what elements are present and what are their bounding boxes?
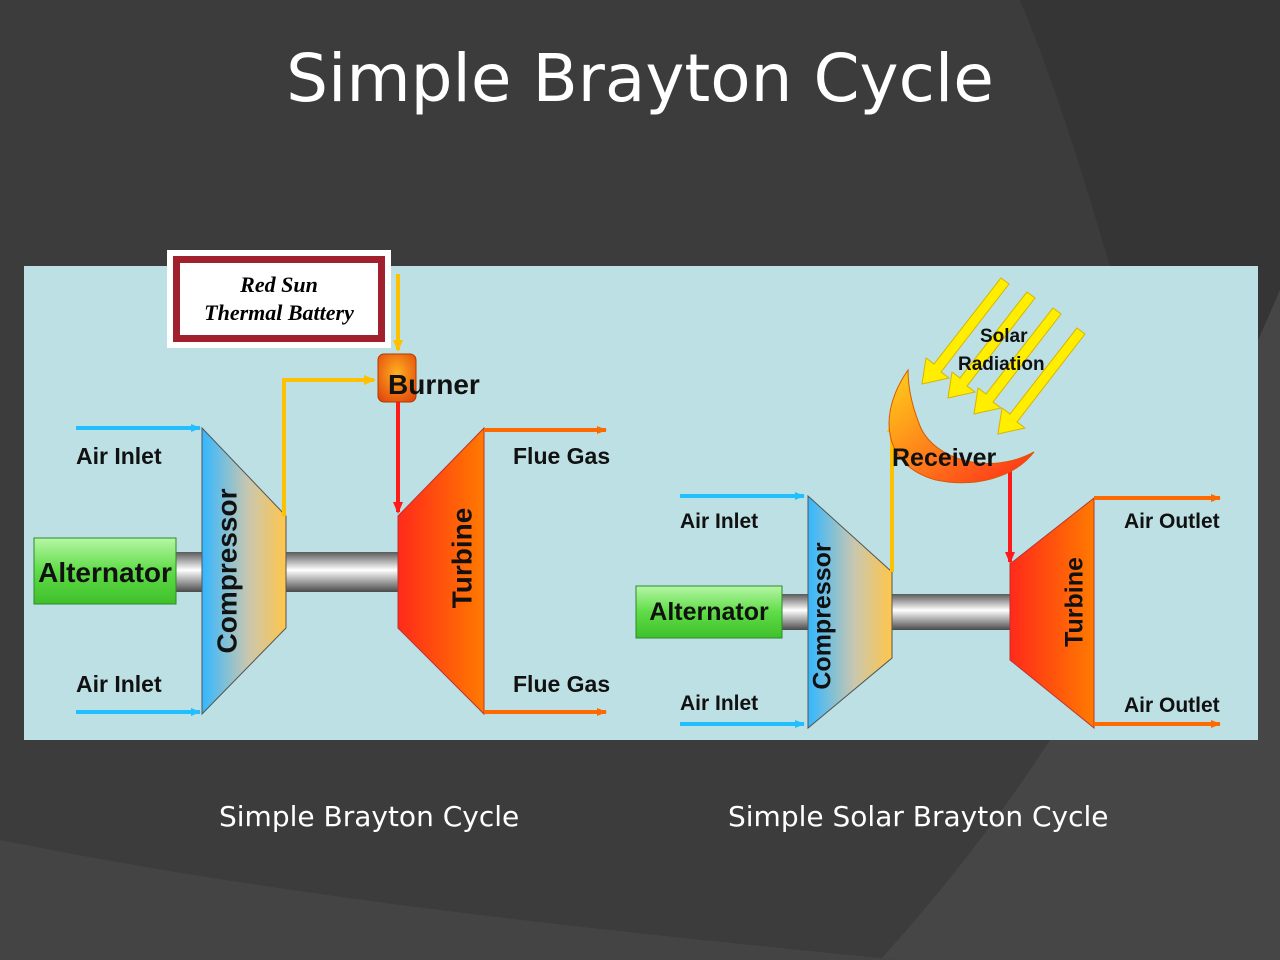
battery-line2: Thermal Battery <box>204 300 354 325</box>
slide-title: Simple Brayton Cycle <box>286 40 994 117</box>
battery-line1: Red Sun <box>240 272 318 297</box>
burner <box>377 353 417 403</box>
left-compressor <box>201 426 287 716</box>
flue-gas-top-label: Flue Gas <box>513 443 610 469</box>
right-air-inlet-bottom-label: Air Inlet <box>680 692 758 715</box>
radiation-label: Radiation <box>958 354 1045 375</box>
red-sun-thermal-battery: Red Sun Thermal Battery <box>167 250 391 348</box>
right-turbine-label: Turbine <box>1061 557 1089 647</box>
battery-frame: Red Sun Thermal Battery <box>173 256 385 342</box>
caption-right: Simple Solar Brayton Cycle <box>728 800 1109 833</box>
caption-left: Simple Brayton Cycle <box>219 800 520 833</box>
flue-gas-bottom-label: Flue Gas <box>513 671 610 697</box>
left-air-inlet-top-label: Air Inlet <box>76 443 162 469</box>
brayton-diagram: Air Inlet Air Inlet Alternator Compresso… <box>24 266 1258 740</box>
air-outlet-top-label: Air Outlet <box>1124 510 1220 533</box>
burner-label: Burner <box>388 369 480 400</box>
left-alternator <box>33 537 177 605</box>
left-compressor-label: Compressor <box>211 488 242 653</box>
right-compressor-label: Compressor <box>809 542 837 690</box>
left-alternator-label: Alternator <box>38 557 172 588</box>
receiver <box>888 368 1035 484</box>
right-cycle: Air Inlet Air Inlet Alternator Compresso… <box>635 277 1221 730</box>
left-air-inlet-bottom-label: Air Inlet <box>76 671 162 697</box>
right-compressor <box>807 494 893 730</box>
right-alternator <box>635 585 783 639</box>
left-cycle: Air Inlet Air Inlet Alternator Compresso… <box>33 274 610 716</box>
left-turbine-label: Turbine <box>446 508 477 609</box>
right-air-inlet-top-label: Air Inlet <box>680 510 758 533</box>
air-outlet-bottom-label: Air Outlet <box>1124 694 1220 717</box>
solar-label: Solar <box>980 326 1028 347</box>
right-turbine <box>1009 496 1095 730</box>
solar-radiation-arrows <box>921 277 1086 435</box>
right-alternator-label: Alternator <box>649 598 769 626</box>
compressor-to-burner-flow <box>282 375 376 516</box>
receiver-label: Receiver <box>892 444 997 472</box>
